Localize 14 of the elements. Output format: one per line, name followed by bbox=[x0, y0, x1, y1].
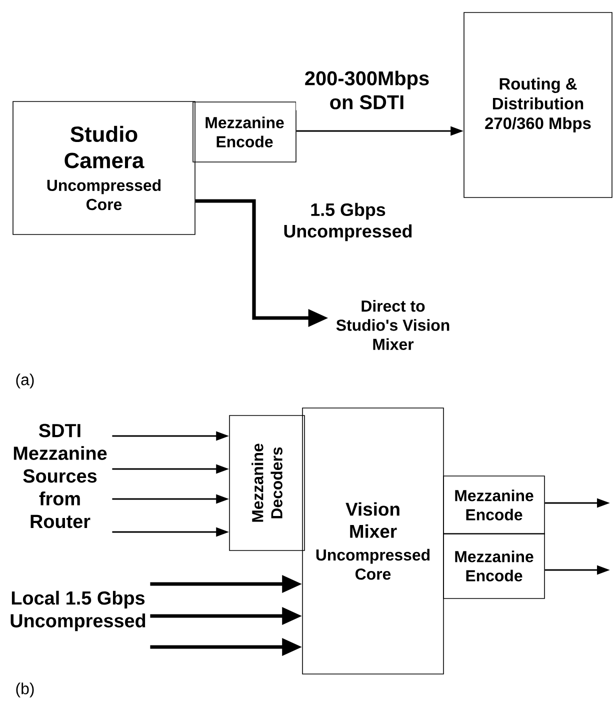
panel-label: (b) bbox=[16, 682, 34, 698]
encoder-box: Mezzanine Encode bbox=[192, 102, 296, 162]
encoder-box: Mezzanine Encode bbox=[443, 533, 545, 599]
camera-box: Studio Camera Uncompressed Core bbox=[12, 101, 196, 235]
routing-box: Routing & Distribution 270/360 Mbps bbox=[464, 12, 612, 198]
panel-label: (a) bbox=[16, 374, 34, 388]
destination-text: Direct to Studio's Vision Mixer bbox=[336, 300, 450, 350]
edge-label: 1.5 Gbps Uncompressed bbox=[277, 202, 419, 242]
edge-label: 200-300Mbps on SDTI bbox=[296, 70, 438, 110]
vision-mixer-box: Vision Mixer Uncompressed Core bbox=[302, 408, 444, 674]
source-text: Local 1.5 Gbps Uncompressed bbox=[10, 590, 146, 632]
encoder-box: Mezzanine Encode bbox=[443, 476, 545, 534]
source-text: SDTI Mezzanine Sources from Router bbox=[14, 424, 107, 528]
decoder-box: Mezzanine Decoders bbox=[229, 415, 305, 551]
